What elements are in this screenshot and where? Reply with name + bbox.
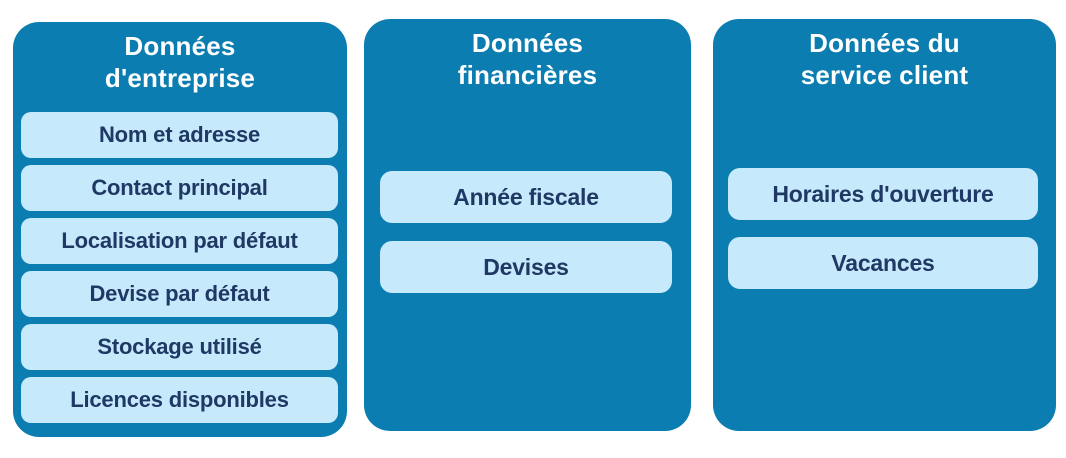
card-customer-service-data-items: Horaires d'ouverture Vacances	[728, 168, 1038, 289]
item-opening-hours[interactable]: Horaires d'ouverture	[728, 168, 1038, 220]
card-company-data-items: Nom et adresse Contact principal Localis…	[21, 112, 338, 423]
card-company-data-title: Données d'entreprise	[104, 31, 256, 93]
card-customer-service-data: Données du service client Horaires d'ouv…	[713, 19, 1056, 431]
item-name-and-address[interactable]: Nom et adresse	[21, 112, 338, 158]
item-holidays[interactable]: Vacances	[728, 237, 1038, 289]
item-default-location[interactable]: Localisation par défaut	[21, 218, 338, 264]
card-financial-data-title: Données financières	[457, 28, 598, 90]
item-fiscal-year[interactable]: Année fiscale	[380, 171, 672, 223]
item-primary-contact[interactable]: Contact principal	[21, 165, 338, 211]
item-currencies[interactable]: Devises	[380, 241, 672, 293]
card-company-data: Données d'entreprise Nom et adresse Cont…	[13, 22, 347, 437]
card-financial-data: Données financières Année fiscale Devise…	[364, 19, 691, 431]
item-default-currency[interactable]: Devise par défaut	[21, 271, 338, 317]
card-financial-data-items: Année fiscale Devises	[380, 171, 672, 293]
item-storage-used[interactable]: Stockage utilisé	[21, 324, 338, 370]
item-available-licenses[interactable]: Licences disponibles	[21, 377, 338, 423]
card-customer-service-data-title: Données du service client	[800, 28, 969, 90]
